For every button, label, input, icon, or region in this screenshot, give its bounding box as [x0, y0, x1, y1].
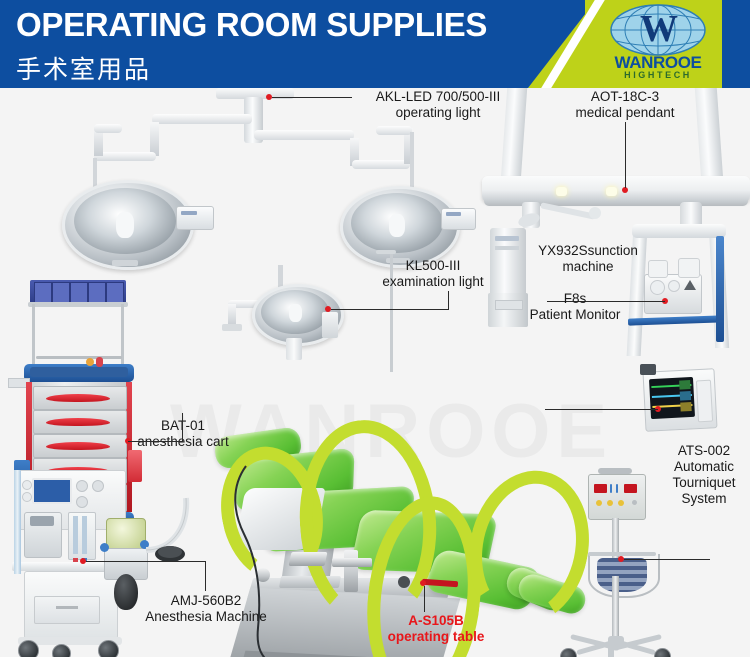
callout-name-operating-table: operating table — [387, 629, 485, 644]
leader-line-patient-monitor — [545, 409, 658, 410]
table-control-cable — [234, 465, 266, 657]
callout-tourniquet-system: ATS-002 Automatic Tourniquet System — [660, 443, 748, 507]
leader-line-suction-machine — [547, 301, 665, 302]
breathing-hose — [145, 497, 190, 562]
leader-line-tourniquet-system — [624, 559, 710, 560]
product-photo-canvas: WANROOE — [0, 88, 750, 657]
callout-model-anesthesia-machine: AMJ-560B2 — [170, 593, 242, 608]
callout-name-tourniquet-system: Automatic — [673, 459, 735, 474]
callout-dot-tourniquet — [618, 556, 624, 562]
callout-model-operating-table: A-S105B — [408, 613, 464, 628]
callout-dot-operating-table — [420, 580, 426, 586]
callout-name-operating-light: operating light — [395, 105, 481, 120]
callout-dot-examination-light — [325, 306, 331, 312]
globe-icon — [610, 4, 706, 56]
callout-examination-light: KL500-III examination light — [370, 258, 496, 290]
brand-logo: W WANROOE HIGHTECH — [598, 4, 718, 84]
callout-name-anesthesia-cart: anesthesia cart — [137, 434, 229, 449]
header-right-blue-edge — [722, 0, 750, 88]
callout-name2-tourniquet-system: Tourniquet — [672, 475, 736, 490]
callout-dot-anesthesia-machine — [80, 558, 86, 564]
callout-model-tourniquet-system: ATS-002 — [677, 443, 731, 458]
callout-dot-medical-pendant — [622, 187, 628, 193]
callout-model-suction-machine: YX932Ssunction — [538, 243, 638, 258]
callout-name-suction-machine: machine — [562, 259, 614, 274]
tourniquet-cuff-basket — [588, 554, 660, 598]
callout-dot-patient-monitor — [655, 406, 661, 412]
page-title-english: OPERATING ROOM SUPPLIES — [16, 6, 488, 43]
tourniquet-control-box — [588, 474, 646, 520]
callout-name-anesthesia-machine: Anesthesia Machine — [145, 609, 267, 624]
callout-anesthesia-machine: AMJ-560B2 Anesthesia Machine — [120, 593, 292, 625]
leader-line-operating-light — [272, 97, 352, 98]
callout-name-patient-monitor: Patient Monitor — [529, 307, 621, 322]
leader-line-examination-light-2 — [448, 291, 449, 310]
leader-line-operating-table — [424, 586, 425, 612]
callout-model-operating-light: AKL-LED 700/500-III — [375, 89, 501, 104]
callout-dot-operating-light — [266, 94, 272, 100]
leader-line-anesthesia-machine-2 — [205, 561, 206, 591]
callout-name-medical-pendant: medical pendant — [575, 105, 675, 120]
callout-operating-light: AKL-LED 700/500-III operating light — [348, 89, 528, 121]
leader-line-examination-light — [331, 309, 449, 310]
page-title-chinese: 手术室用品 — [16, 55, 152, 84]
leader-line-anesthesia-machine — [86, 561, 206, 562]
callout-medical-pendant: AOT-18C-3 medical pendant — [545, 89, 705, 121]
leader-line-anesthesia-cart-2 — [182, 413, 183, 441]
callout-model-patient-monitor: F8s — [563, 291, 587, 306]
callout-suction-machine: YX932Ssunction machine — [520, 243, 656, 275]
light-control-panel-left — [176, 206, 214, 230]
callout-anesthesia-cart: BAT-01 anesthesia cart — [124, 418, 242, 450]
logo-letter-w: W — [640, 8, 678, 50]
callout-model-anesthesia-cart: BAT-01 — [160, 418, 206, 433]
callout-model-medical-pendant: AOT-18C-3 — [590, 89, 660, 104]
callout-name-examination-light: examination light — [382, 274, 484, 289]
leader-line-medical-pendant — [625, 122, 626, 188]
callout-operating-table: A-S105B operating table — [362, 613, 510, 645]
brand-tagline: HIGHTECH — [624, 70, 692, 80]
callout-patient-monitor: F8s Patient Monitor — [508, 291, 642, 323]
callout-model-examination-light: KL500-III — [405, 258, 461, 273]
banner-header: OPERATING ROOM SUPPLIES 手术室用品 W WANROOE … — [0, 0, 750, 88]
callout-name3-tourniquet-system: System — [681, 491, 727, 506]
callout-dot-suction-machine — [662, 298, 668, 304]
leader-line-anesthesia-cart — [128, 441, 183, 442]
brand-name: WANROOE — [614, 53, 702, 72]
